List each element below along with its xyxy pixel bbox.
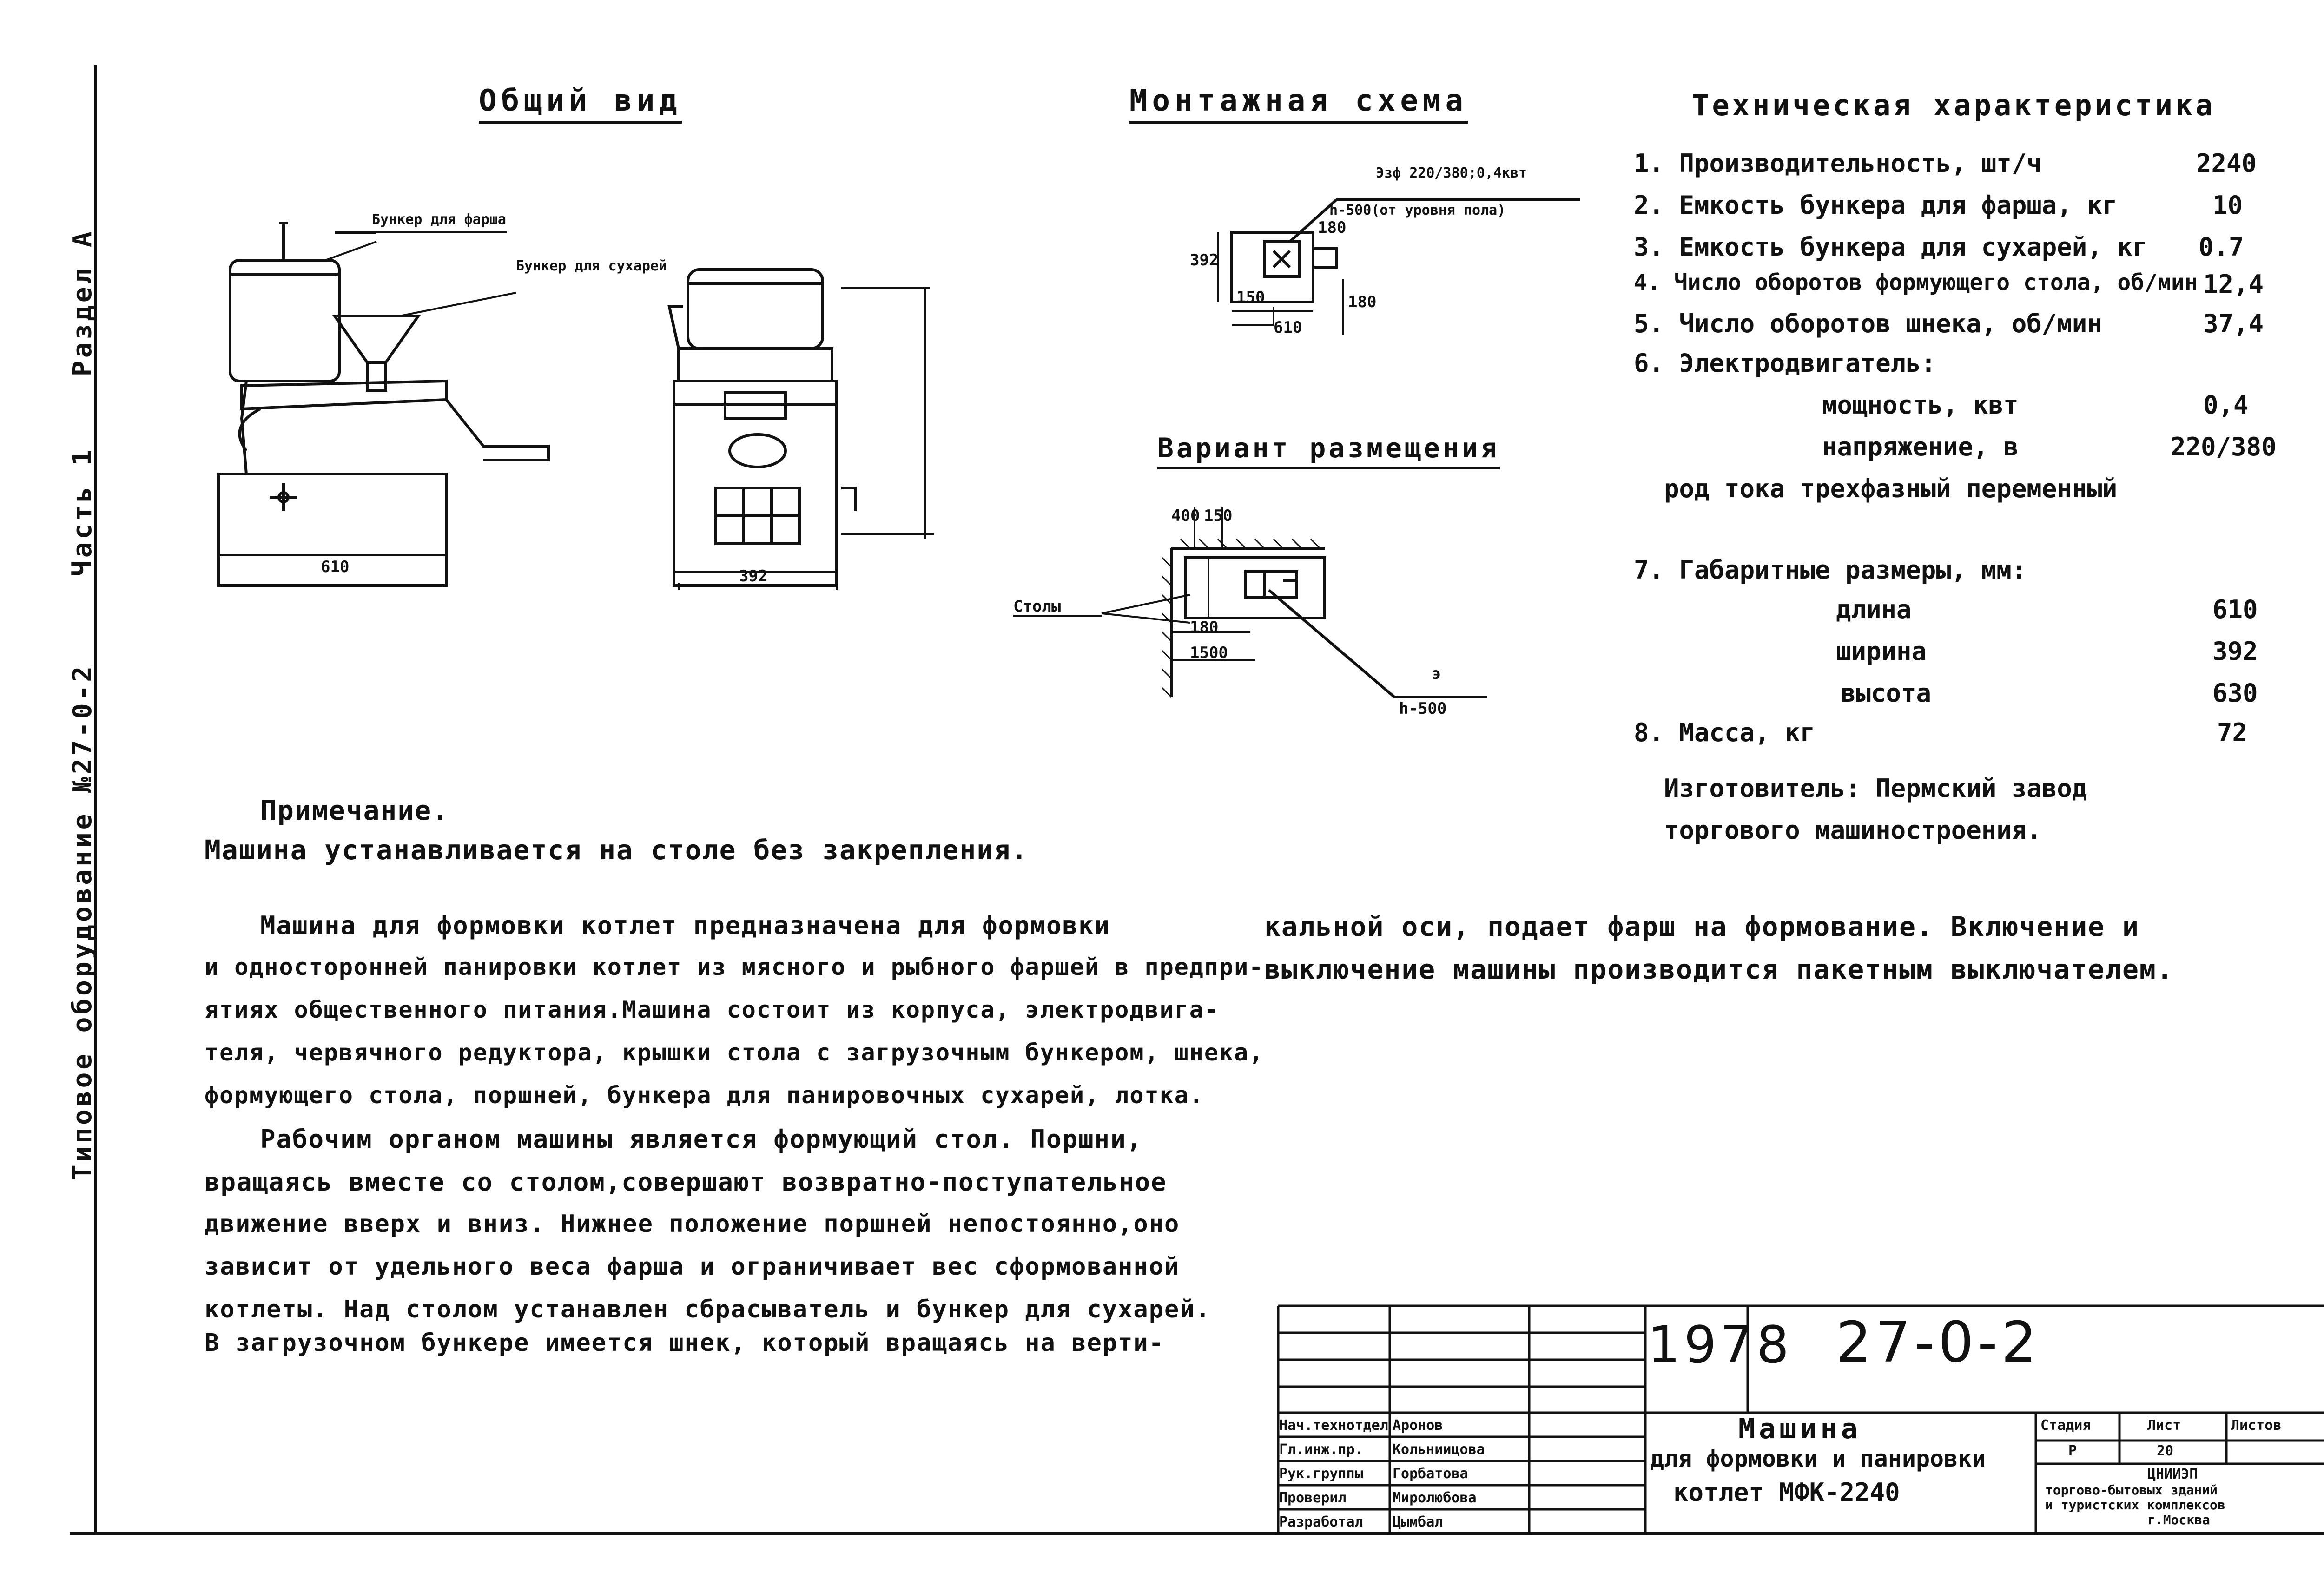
side-section-label: Раздел А bbox=[67, 229, 98, 376]
spec-dim-length-value: 610 bbox=[2212, 595, 2258, 624]
description-line: Рабочим органом машины является формующи… bbox=[260, 1125, 1143, 1154]
spec-mass-value: 72 bbox=[2217, 718, 2248, 747]
placement-dim-150: 150 bbox=[1204, 507, 1233, 525]
spec-title: Техническая характеристика bbox=[1692, 88, 2216, 122]
title-block-name-1: Машина bbox=[1738, 1413, 1862, 1445]
mounting-scheme bbox=[1217, 198, 1580, 335]
spec-item-2-label: 2. Емкость бункера для фарша, кг bbox=[1634, 191, 2118, 220]
spec-dim-height-label: высота bbox=[1841, 678, 1932, 708]
title-block-sheets-label: Листов bbox=[2231, 1417, 2282, 1434]
mince-hopper-label: Бункер для фарша bbox=[372, 211, 506, 228]
description-line: В загрузочном бункере имеется шнек, кото… bbox=[205, 1329, 1165, 1357]
spec-maker-line-1: Изготовитель: Пермский завод bbox=[1664, 774, 2087, 803]
spec-item-4-value: 12,4 bbox=[2203, 270, 2264, 299]
spec-item-1-value: 2240 bbox=[2196, 149, 2257, 178]
spec-item-5-value: 37,4 bbox=[2203, 309, 2264, 338]
mounting-power-label: Эзф 220/380;0,4квт bbox=[1376, 165, 1527, 181]
description-line: ятиях общественного питания.Машина состо… bbox=[205, 996, 1219, 1023]
spec-item-4-label: 4. Число оборотов формующего стола, об/м… bbox=[1634, 270, 2198, 296]
placement-h-label: h-500 bbox=[1399, 699, 1447, 718]
title-block-org-3: и туристских комплексов bbox=[2045, 1497, 2225, 1513]
title-block-role: Рук.группы bbox=[1279, 1466, 1363, 1482]
title-block-org-4: г.Москва bbox=[2147, 1512, 2210, 1527]
note-title: Примечание. bbox=[260, 795, 449, 826]
mounting-dim-392: 392 bbox=[1190, 251, 1219, 270]
placement-tables-label: Столы bbox=[1013, 597, 1061, 616]
title-block-person: Кольниицова bbox=[1393, 1441, 1485, 1458]
spec-item-5-label: 5. Число оборотов шнека, об/мин bbox=[1634, 309, 2102, 338]
title-block-code: 27-0-2 bbox=[1836, 1310, 2040, 1375]
description-line: кальной оси, подает фарш на формование. … bbox=[1264, 911, 2139, 942]
spec-dims-title: 7. Габаритные размеры, мм: bbox=[1634, 555, 2027, 585]
spec-item-1-label: 1. Производительность, шт/ч bbox=[1634, 149, 2042, 178]
description-line: котлеты. Над столом устанавлен сбрасыват… bbox=[205, 1296, 1211, 1323]
title-block-person: Цымбал bbox=[1393, 1514, 1443, 1530]
title-block-sheet-label: Лист bbox=[2147, 1417, 2181, 1434]
placement-e-label: э bbox=[1432, 665, 1441, 683]
general-length-dim: 610 bbox=[321, 558, 350, 576]
general-width-dim: 392 bbox=[739, 567, 768, 586]
spec-motor-power-value: 0,4 bbox=[2203, 390, 2249, 420]
description-line: Машина для формовки котлет предназначена… bbox=[260, 911, 1111, 940]
placement-scheme bbox=[1013, 507, 1487, 698]
description-line: теля, червячного редуктора, крышки стола… bbox=[205, 1039, 1264, 1066]
title-block-person: Миролюбова bbox=[1393, 1490, 1477, 1506]
description-line: вращаясь вместе со столом,совершают возв… bbox=[205, 1167, 1167, 1197]
description-line: выключение машины производится пакетным … bbox=[1264, 954, 2174, 985]
spec-item-3-value: 0.7 bbox=[2199, 232, 2244, 262]
spec-dim-width-label: ширина bbox=[1836, 637, 1927, 666]
mounting-dim-150: 150 bbox=[1236, 288, 1265, 307]
spec-dim-length-label: длина bbox=[1836, 595, 1912, 624]
spec-dim-width-value: 392 bbox=[2212, 637, 2258, 666]
crumb-hopper-label: Бункер для сухарей bbox=[516, 258, 667, 274]
placement-dim-180: 180 bbox=[1190, 618, 1219, 637]
title-block-role: Гл.инж.пр. bbox=[1279, 1441, 1363, 1458]
spec-item-2-value: 10 bbox=[2212, 191, 2243, 220]
spec-motor-power-label: мощность, квт bbox=[1822, 390, 2019, 420]
machine-side-view bbox=[217, 222, 550, 587]
side-part-label: Часть 1 bbox=[67, 447, 98, 576]
title-block-stage-value: Р bbox=[2068, 1443, 2077, 1459]
title-block-role: Нач.технотдела bbox=[1279, 1417, 1389, 1434]
title-block-name-3: котлет МФК-2240 bbox=[1673, 1478, 1900, 1507]
title-block-year: 1978 bbox=[1648, 1315, 1793, 1375]
description-line: зависит от удельного веса фарша и ограни… bbox=[205, 1253, 1180, 1281]
mounting-height-label: h-500(от уровня пола) bbox=[1329, 202, 1506, 218]
description-line: формующего стола, поршней, бункера для п… bbox=[205, 1082, 1204, 1109]
title-block-org-2: торгово-бытовых зданий bbox=[2045, 1482, 2218, 1498]
title-block-stage-label: Стадия bbox=[2040, 1417, 2091, 1434]
note-text: Машина устанавливается на столе без закр… bbox=[205, 834, 1029, 866]
title-block-grid bbox=[1277, 1304, 2324, 1533]
description-line: движение вверх и вниз. Нижнее положение … bbox=[205, 1210, 1180, 1238]
spec-motor-voltage-label: напряжение, в bbox=[1822, 432, 2019, 461]
mounting-dim-180-a: 180 bbox=[1318, 218, 1347, 237]
spec-mass-label: 8. Масса, кг bbox=[1634, 718, 1816, 747]
placement-title: Вариант размещения bbox=[1157, 432, 1500, 469]
spec-maker-line-2: торгового машиностроения. bbox=[1664, 816, 2042, 845]
title-block-person: Горбатова bbox=[1393, 1466, 1468, 1482]
title-block-org-1: ЦНИИЭП bbox=[2147, 1466, 2198, 1482]
spec-item-3-label: 3. Емкость бункера для сухарей, кг bbox=[1634, 232, 2148, 262]
title-block-person: Аронов bbox=[1393, 1417, 1443, 1434]
spec-dim-height-value: 630 bbox=[2212, 678, 2258, 708]
side-series-label: Типовое оборудование №27-0-2 bbox=[67, 663, 98, 1180]
mounting-dim-610: 610 bbox=[1274, 318, 1302, 337]
mounting-dim-180-b: 180 bbox=[1348, 293, 1377, 311]
title-block-role: Разработал bbox=[1279, 1514, 1363, 1530]
description-line: и односторонней панировки котлет из мясн… bbox=[205, 954, 1264, 981]
placement-dim-400: 400 bbox=[1171, 507, 1200, 525]
general-view-title: Общий вид bbox=[479, 84, 682, 124]
placement-dim-1500: 1500 bbox=[1190, 644, 1228, 662]
title-block-name-2: для формовки и панировки bbox=[1650, 1445, 1986, 1472]
mounting-title: Монтажная схема bbox=[1129, 84, 1468, 124]
title-block-role: Проверил bbox=[1279, 1490, 1347, 1506]
spec-motor-voltage-value: 220/380 bbox=[2171, 432, 2277, 461]
spec-motor-title: 6. Электродвигатель: bbox=[1634, 349, 1936, 378]
title-block-sheet-value: 20 bbox=[2157, 1443, 2174, 1459]
machine-front-view bbox=[667, 268, 934, 590]
spec-current-type: род тока трехфазный переменный bbox=[1664, 474, 2118, 503]
